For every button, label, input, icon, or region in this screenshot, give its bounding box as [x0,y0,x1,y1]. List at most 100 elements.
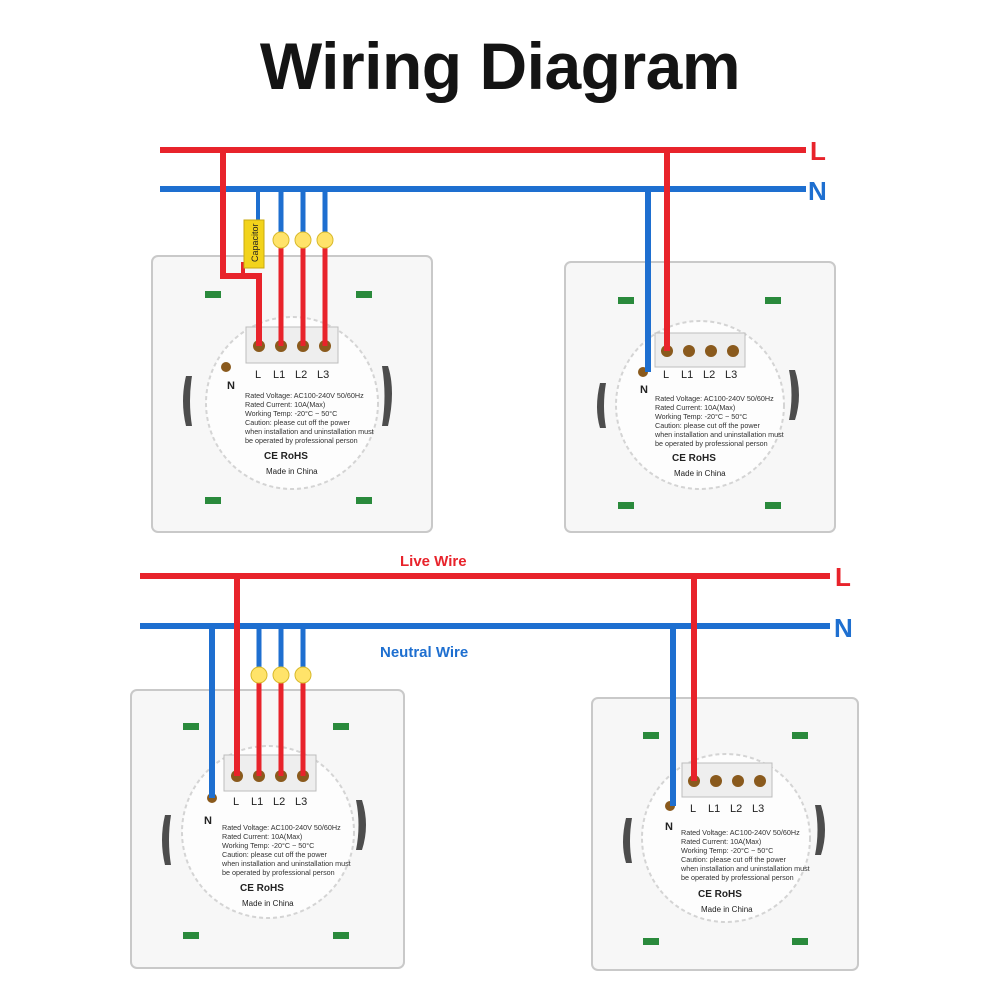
neutral-terminal-label: N [665,821,673,833]
spec-caution: when installation and uninstallation mus… [221,859,351,868]
mounting-clip [815,805,825,855]
lamp-bulb-icon [272,666,290,684]
lamp-bulb-icon [272,231,290,249]
terminal-label: L2 [730,803,742,815]
terminal-label: L [663,369,669,381]
spec-caution: Caution: please cut off the power [681,855,787,864]
spec-voltage: Rated Voltage: AC100-240V 50/60Hz [222,823,341,832]
neutral-terminal-label: N [640,384,648,396]
switch-plate-bottom-right: L L1 L2 L3 N Rated Voltage: AC100-240V 5… [591,697,859,971]
indicator-led [643,938,659,945]
cert-marks: CE RoHS [672,453,716,464]
spec-caution: Caution: please cut off the power [222,850,328,859]
spec-caution: Caution: please cut off the power [245,418,351,427]
mounting-clip [382,366,392,426]
indicator-led [205,497,221,504]
terminal-screw [710,775,722,787]
spec-temp: Working Temp: -20°C ~ 50°C [222,841,314,850]
spec-caution: be operated by professional person [222,868,335,877]
mounting-clip [183,376,192,426]
spec-current: Rated Current: 10A(Max) [245,400,325,409]
indicator-led [183,723,199,730]
spec-temp: Working Temp: -20°C ~ 50°C [681,846,773,855]
mounting-clip [597,383,606,428]
spec-current: Rated Current: 10A(Max) [681,837,761,846]
indicator-led [356,291,372,298]
spec-caution: be operated by professional person [681,873,794,882]
indicator-led [333,932,349,939]
terminal-label: L [255,369,261,381]
cert-marks: CE RoHS [698,889,742,900]
top-circuit-wires: Capacitor L N [160,136,827,372]
indicator-led [765,502,781,509]
spec-temp: Working Temp: -20°C ~ 50°C [655,412,747,421]
live-line-label: L [810,136,826,166]
terminal-label: L3 [317,369,329,381]
terminal-label: L1 [273,369,285,381]
live-wire-legend: Live Wire [400,553,467,570]
spec-temp: Working Temp: -20°C ~ 50°C [245,409,337,418]
mounting-clip [789,370,799,420]
mounting-clip [162,815,171,865]
lamp-bulb-icon [294,231,312,249]
capacitor-label: Capacitor [250,223,260,262]
made-in: Made in China [701,905,753,914]
terminal-label: L3 [752,803,764,815]
indicator-led [618,297,634,304]
terminal-label: L3 [295,796,307,808]
terminal-screw [754,775,766,787]
terminal-label: L3 [725,369,737,381]
cert-marks: CE RoHS [240,883,284,894]
indicator-led [356,497,372,504]
spec-caution: be operated by professional person [655,439,768,448]
terminal-label: L2 [273,796,285,808]
neutral-line-label: N [834,613,853,643]
lamp-bulb-icon [316,231,334,249]
terminal-screw [683,345,695,357]
indicator-led [765,297,781,304]
lamp-bulb-icon [250,666,268,684]
made-in: Made in China [266,467,318,476]
terminal-label: L [233,796,239,808]
indicator-led [618,502,634,509]
spec-caution: when installation and uninstallation mus… [244,427,374,436]
neutral-wire-legend: Neutral Wire [380,644,468,661]
indicator-led [643,732,659,739]
spec-voltage: Rated Voltage: AC100-240V 50/60Hz [681,828,800,837]
neutral-terminal-label: N [227,380,235,392]
terminal-screw [732,775,744,787]
indicator-led [333,723,349,730]
made-in: Made in China [674,469,726,478]
spec-voltage: Rated Voltage: AC100-240V 50/60Hz [245,391,364,400]
terminal-label: L1 [681,369,693,381]
switch-plate-top-right: L L1 L2 L3 N Rated Voltage: AC100-240V 5… [564,261,836,533]
spec-caution: be operated by professional person [245,436,358,445]
indicator-led [205,291,221,298]
indicator-led [183,932,199,939]
terminal-label: L [690,803,696,815]
terminal-screw [727,345,739,357]
indicator-led [792,938,808,945]
spec-current: Rated Current: 10A(Max) [222,832,302,841]
terminal-screw [705,345,717,357]
page-title: Wiring Diagram [259,29,741,103]
spec-voltage: Rated Voltage: AC100-240V 50/60Hz [655,394,774,403]
bottom-circuit-wires: Live Wire Neutral Wire L N [140,553,853,806]
terminal-label: L1 [251,796,263,808]
neutral-line-label: N [808,176,827,206]
capacitor [243,219,265,269]
terminal-label: L1 [708,803,720,815]
spec-current: Rated Current: 10A(Max) [655,403,735,412]
terminal-label: L2 [295,369,307,381]
terminal-label: L2 [703,369,715,381]
switch-plate-bottom-left: L L1 L2 L3 N Rated Voltage: AC100-240V 5… [130,689,405,969]
spec-caution: when installation and uninstallation mus… [680,864,810,873]
lamp-bulb-icon [294,666,312,684]
neutral-terminal-screw [221,362,231,372]
cert-marks: CE RoHS [264,451,308,462]
indicator-led [792,732,808,739]
live-line-label: L [835,562,851,592]
spec-caution: when installation and uninstallation mus… [654,430,784,439]
mounting-clip [623,818,632,863]
